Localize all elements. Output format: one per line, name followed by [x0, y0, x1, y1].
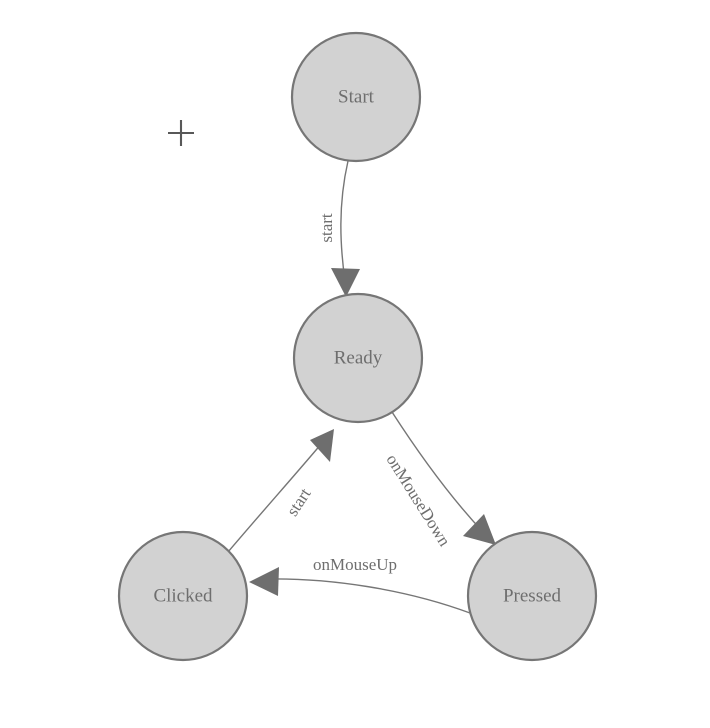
edge-ready-pressed-arrowhead [463, 514, 496, 545]
edge-start-ready-path [340, 160, 349, 282]
edge-clicked-ready[interactable]: start [227, 429, 334, 553]
edge-clicked-ready-label: start [283, 484, 315, 519]
edge-pressed-clicked-path [266, 578, 471, 614]
state-node-start-circle[interactable] [290, 31, 422, 163]
edge-pressed-clicked[interactable]: onMouseUp [249, 555, 471, 614]
edge-clicked-ready-arrowhead [310, 429, 334, 462]
state-node-ready-circle[interactable] [292, 292, 424, 424]
edge-pressed-clicked-label: onMouseUp [313, 555, 397, 574]
state-node-ready[interactable]: Ready [292, 292, 424, 424]
edge-start-ready[interactable]: start [317, 160, 360, 297]
edge-ready-pressed-path [391, 411, 485, 534]
state-node-clicked[interactable]: Clicked [117, 530, 249, 662]
edge-pressed-clicked-arrowhead [249, 567, 279, 596]
edge-start-ready-arrowhead [331, 268, 360, 297]
edge-clicked-ready-path [227, 442, 323, 553]
edge-ready-pressed[interactable]: onMouseDown [383, 411, 496, 550]
state-node-pressed-circle[interactable] [466, 530, 598, 662]
state-node-pressed[interactable]: Pressed [466, 530, 598, 662]
crosshair-cursor-icon [168, 120, 194, 146]
state-node-clicked-circle[interactable] [117, 530, 249, 662]
edge-start-ready-label: start [317, 213, 336, 243]
state-node-start[interactable]: Start [290, 31, 422, 163]
edge-ready-pressed-label: onMouseDown [383, 451, 455, 550]
